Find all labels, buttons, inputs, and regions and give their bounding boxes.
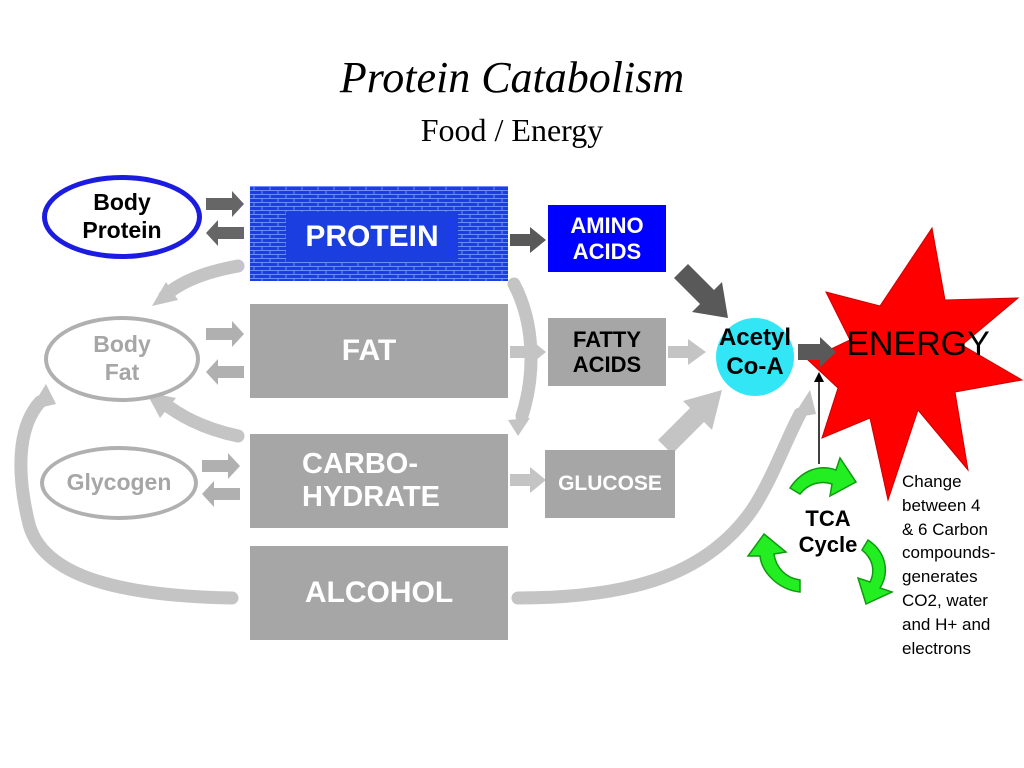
body-fat-oval: Body Fat [44,316,200,402]
tca-cycle-label: TCA Cycle [798,506,858,558]
alcohol-box: ALCOHOL [250,546,508,640]
carbohydrate-box: CARBO- HYDRATE [250,434,508,528]
page-title: Protein Catabolism [339,53,685,102]
fat-to-fatty-arrow [510,339,546,365]
energy-starburst [807,226,1024,502]
glucose-box: GLUCOSE [545,450,675,518]
body-protein-oval: Body Protein [42,175,202,259]
protein-to-amino-arrow [510,227,546,253]
body-protein-label: Body Protein [82,189,162,243]
glycogen-oval: Glycogen [40,446,198,520]
amino-acids-box: AMINO ACIDS [548,205,666,272]
carbohydrate-label: CARBO- HYDRATE [302,447,441,513]
alcohol-to-energy-curve [511,407,807,605]
fat-box: FAT [250,304,508,398]
page-subtitle: Food / Energy [420,112,604,148]
fatty-to-acetyl-arrow [668,339,706,365]
body-fat-label: Body Fat [93,331,151,385]
fatty-acids-box: FATTY ACIDS [548,318,666,386]
carb-to-bodyfat-curve [155,395,245,443]
arrowhead-carb [508,418,530,436]
glycogen-label: Glycogen [66,469,172,496]
glucose-to-acetyl-arrow [658,390,722,454]
exchange-arrows [202,191,244,507]
amino-acids-label: AMINO ACIDS [570,213,644,264]
alcohol-label: ALCOHOL [304,575,454,609]
protein-brick-texture [250,186,508,281]
arrowhead-energy [792,390,816,418]
fatty-acids-label: FATTY ACIDS [572,326,642,377]
acetyl-coa-label: Acetyl Co-A [718,324,792,380]
arrowhead-bodyfat-3 [30,384,56,410]
acetyl-to-energy-arrow [798,337,836,367]
protein-label: PROTEIN [305,219,439,253]
carb-to-glucose-arrow [510,467,546,493]
arrowhead-bodyfat-1 [152,282,178,306]
arrowhead-bodyfat-2 [146,392,176,418]
tca-cycle-arrows [746,456,895,606]
fat-label: FAT [341,333,397,367]
acetyl-coa-circle [716,318,794,396]
energy-label: ENERGY [846,325,990,363]
glucose-label: GLUCOSE [558,471,662,495]
tca-note: Change between 4 & 6 Carbon compounds- g… [902,472,996,658]
protein-to-bodyfat-curve [158,259,245,303]
alcohol-to-bodyfat-curve [14,395,239,605]
amino-to-acetyl-arrow [674,264,728,318]
